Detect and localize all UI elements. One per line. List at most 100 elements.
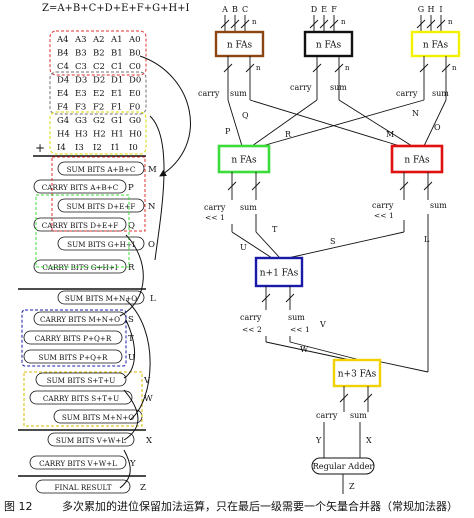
bit-cell: A4 xyxy=(56,35,69,45)
partial-sum-label: SUM BITS P+Q+R xyxy=(39,353,109,362)
wire-label: n xyxy=(345,64,350,72)
wire-label: << 2 xyxy=(242,325,262,334)
group1-red-box xyxy=(51,156,146,232)
wire-label: P xyxy=(225,127,231,136)
bit-cell: B2 xyxy=(93,49,105,59)
bus-slash xyxy=(416,19,426,29)
partial-sum-pill xyxy=(57,290,145,305)
partial-sum-pill xyxy=(57,236,145,251)
group-ghi-outline xyxy=(49,111,147,155)
bus-slash xyxy=(227,181,237,191)
bit-cell: I2 xyxy=(93,143,102,153)
bus-slash xyxy=(329,19,339,29)
partial-sum-letter: S xyxy=(128,315,134,325)
curve-arrow-2 xyxy=(149,115,165,261)
wire xyxy=(251,99,318,147)
wire-label: n xyxy=(448,18,453,26)
wire xyxy=(231,231,273,259)
wire-label: carry xyxy=(240,313,262,322)
plus-sign: + xyxy=(35,141,45,155)
bit-cell: I1 xyxy=(111,143,120,153)
bus-slash xyxy=(251,181,261,191)
group3-yellow-box xyxy=(23,371,143,427)
wire xyxy=(289,341,361,361)
partial-sum-pill xyxy=(35,479,131,494)
wire-label: C xyxy=(242,5,248,14)
curve-arrow-4 xyxy=(123,319,136,379)
bit-cell: A0 xyxy=(128,35,141,45)
adder-stage4-label: n+3 FAs xyxy=(338,370,377,380)
group-abc-outline xyxy=(49,30,147,76)
wire-label: I xyxy=(439,5,442,14)
partial-sum-letter: Q xyxy=(128,221,135,231)
partial-sum-label: CARRY BITS M+N+O xyxy=(40,315,120,324)
bit-cell: G2 xyxy=(93,116,105,126)
bit-cell: B3 xyxy=(75,49,87,59)
partial-sum-pill xyxy=(35,372,127,387)
partial-sum-pill xyxy=(23,330,123,345)
wire-label: Y xyxy=(315,436,322,445)
partial-sum-label: SUM BITS S+T+U xyxy=(47,376,116,385)
wire xyxy=(255,231,281,259)
bit-cell: C2 xyxy=(93,62,105,72)
bit-cell: E2 xyxy=(93,89,105,99)
wire-label: D xyxy=(311,5,317,14)
partial-sum-pill xyxy=(29,455,127,470)
wire-label: carry xyxy=(372,201,394,210)
bit-cell: B1 xyxy=(111,49,123,59)
adder-mid1 xyxy=(217,144,271,174)
wire xyxy=(249,99,401,147)
wire-label: n xyxy=(341,18,346,26)
partial-sum-pill xyxy=(33,311,127,326)
wire-label: X xyxy=(366,436,372,445)
bus-slash xyxy=(363,393,373,403)
partial-sum-letter: Z xyxy=(140,483,146,493)
wire xyxy=(338,99,413,147)
curve-arrow-7 xyxy=(125,299,151,421)
bus-slash xyxy=(285,293,295,303)
bus-slash xyxy=(426,19,436,29)
partial-sum-label: SUM BITS G+H+I xyxy=(67,240,135,249)
wire-label: R xyxy=(285,130,292,139)
partial-sum-letter: L xyxy=(150,294,156,304)
adder-mid1-label: n FAs xyxy=(231,156,257,166)
partial-sum-letter: W xyxy=(144,394,153,404)
partial-sum-label: CARRY BITS A+B+C xyxy=(42,183,119,192)
curve-arrow-3 xyxy=(119,234,144,317)
bit-cell: F3 xyxy=(75,103,86,113)
bit-cell: C0 xyxy=(129,62,141,72)
partial-sum-pill xyxy=(29,390,133,405)
wire-label: V xyxy=(319,320,326,329)
bit-cell: D0 xyxy=(129,76,141,86)
wire-label: carry xyxy=(316,411,338,420)
adder-mid2-label: n FAs xyxy=(404,156,430,166)
wire-label: E xyxy=(321,5,327,14)
bit-cell: F0 xyxy=(129,103,140,113)
partial-sum-label: CARRY BITS D+E+F xyxy=(42,221,119,230)
bit-cell: E4 xyxy=(57,89,69,99)
bus-slash xyxy=(312,63,322,73)
curve-arrow-5 xyxy=(123,389,139,441)
adder-top3 xyxy=(410,30,461,58)
bit-cell: D3 xyxy=(75,76,87,86)
partial-sum-letter: O xyxy=(148,240,155,250)
bus-slash xyxy=(220,19,230,29)
bus-slash xyxy=(441,63,451,73)
partial-sum-letter: V xyxy=(143,376,151,386)
wire-label: carry xyxy=(396,89,418,98)
wire-label: carry xyxy=(204,203,226,212)
adder-stage3 xyxy=(254,256,304,288)
wire-label: M xyxy=(386,130,394,139)
wire xyxy=(227,99,243,147)
partial-sum-label: SUM BITS M+N+O xyxy=(65,294,137,303)
curve-arrow-1 xyxy=(139,55,191,177)
bit-cell: H4 xyxy=(57,130,70,140)
group-def-outline xyxy=(49,71,147,115)
bus-slash xyxy=(399,181,409,191)
bit-cell: F2 xyxy=(93,103,104,113)
adder-top1-label: n FAs xyxy=(227,41,253,51)
wire xyxy=(371,359,429,373)
caption-text: 多次累加的进位保留加法运算，只在最后一级需要一个矢量合并器（常规加法器） xyxy=(62,500,458,513)
